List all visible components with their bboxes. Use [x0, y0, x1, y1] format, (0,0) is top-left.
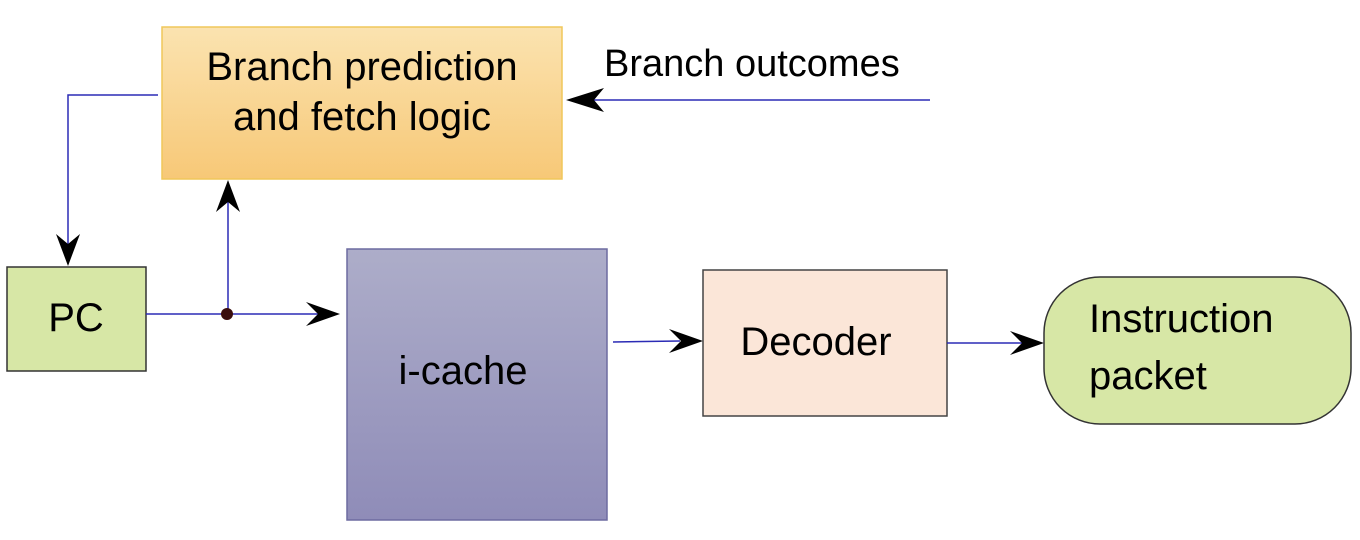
branch-outcomes-arrowhead [566, 88, 604, 112]
pc-box [6, 266, 147, 372]
icache-to-decoder-arrowhead [669, 329, 703, 353]
pc-block: PC [6, 266, 147, 372]
decoder-block: Decoder [702, 269, 948, 417]
instruction-packet-label-line2: packet [1089, 354, 1207, 398]
icache-box [346, 248, 608, 521]
branch-prediction-label-line2: and fetch logic [233, 95, 491, 139]
instruction-packet-block: Instruction packet [1043, 276, 1352, 425]
instruction-packet-label-line1: Instruction [1089, 297, 1274, 341]
junction-to-prediction-arrowhead [216, 180, 240, 212]
icache-label: i-cache [399, 349, 528, 393]
prediction-to-pc-arrowhead [56, 234, 80, 266]
pc-label: PC [48, 296, 104, 340]
icache-to-decoder-line [612, 340, 681, 343]
icache-block: i-cache [346, 248, 608, 521]
junction-dot [221, 308, 233, 320]
branch-prediction-box [161, 26, 563, 180]
branch-prediction-block: Branch prediction and fetch logic [161, 26, 563, 180]
decoder-to-packet-arrowhead [1010, 331, 1044, 355]
instruction-packet-box [1043, 276, 1352, 425]
pc-to-icache-arrowhead [306, 302, 340, 326]
branch-outcomes-label: Branch outcomes [604, 43, 900, 85]
decoder-label: Decoder [740, 320, 891, 364]
prediction-to-pc-line [67, 94, 158, 248]
branch-prediction-label-line1: Branch prediction [206, 45, 517, 89]
